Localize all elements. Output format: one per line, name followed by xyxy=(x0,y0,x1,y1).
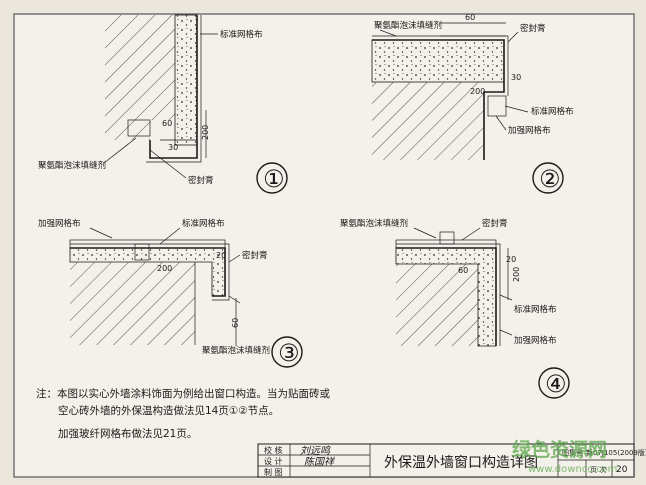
detail-number: ③ xyxy=(278,339,300,367)
detail-4: 聚氨酯泡沫填缝剂 密封膏 标准网格布 加强网格布 60 20 200 ④ xyxy=(340,218,570,399)
wall-hatch xyxy=(105,15,175,140)
detail-3: 60 聚氨酯泡沫填缝剂 密封膏 30 200 标准网格布 加强网格布 ② xyxy=(371,13,574,194)
wall-hatch xyxy=(70,262,195,345)
notes: 注：本图以实心外墙涂料饰面为例给出窗口构造。当为贴面砖或 空心砖外墙的外保温构造… xyxy=(36,387,330,440)
dim-60: 60 xyxy=(162,119,172,128)
label-pu-foam: 聚氨酯泡沫填缝剂 xyxy=(38,160,106,171)
detail-number: ④ xyxy=(545,370,567,398)
title-block: 校 核 设 计 制 图 刘远鸣 陈国祥 外保温外墙窗口构造详图 图集号 新07J… xyxy=(257,443,646,478)
page-value: 20 xyxy=(616,465,628,475)
label-reinforced-mesh: 加强网格布 xyxy=(514,335,557,346)
dim-60: 200 xyxy=(157,264,172,273)
atlas-label: 图集号 xyxy=(562,448,583,457)
insulation-layer xyxy=(174,14,198,146)
detail-number-circle xyxy=(538,367,570,399)
insulation-layer xyxy=(371,39,505,83)
label-reinforced-mesh: 聚氨酯泡沫填缝剂 xyxy=(202,345,270,356)
row-label-draw: 制 图 xyxy=(264,467,283,477)
detail-number-circle xyxy=(532,162,564,194)
signature-1: 刘远鸣 xyxy=(300,445,331,457)
label-standard-mesh: 密封膏 xyxy=(520,23,546,34)
signature-2: 陈国祥 xyxy=(304,456,336,468)
dim-60: 200 xyxy=(470,87,485,96)
dim-200: 200 xyxy=(512,267,521,282)
dim-200: 60 xyxy=(231,318,240,328)
dim-30: 30 xyxy=(168,143,178,152)
row-label-design: 设 计 xyxy=(264,456,283,466)
label-sealant: 密封膏 xyxy=(188,175,214,186)
wall-hatch xyxy=(396,264,478,346)
row-label-check: 校 核 xyxy=(264,445,283,455)
detail-1: 标准网格布 聚氨酯泡沫填缝剂 密封膏 60 30 200 ① xyxy=(38,14,288,194)
detail-number-circle xyxy=(271,336,303,368)
watermark-url: www.downcc.com xyxy=(528,464,617,475)
label-standard-mesh: 标准网格布 xyxy=(514,304,557,315)
dim-200: 200 xyxy=(201,125,210,140)
label-pu-foam: 聚氨酯泡沫填缝剂 xyxy=(340,218,408,229)
note-line-3: 加强玻纤网格布做法见21页。 xyxy=(58,427,197,440)
detail-number-circle xyxy=(256,162,288,194)
label-sealant: 密封膏 xyxy=(482,218,508,229)
dim-30: 20 xyxy=(216,251,226,260)
label-pu-foam: 加强网格布 xyxy=(38,218,81,229)
watermark: 绿色资源网 www.downcc.com xyxy=(512,438,617,475)
page-label: 页 次 xyxy=(590,465,606,474)
dim-200: 60 xyxy=(465,13,475,22)
sheet-title: 外保温外墙窗口构造详图 xyxy=(384,454,538,471)
label-pu-foam: 加强网格布 xyxy=(508,125,551,136)
watermark-name: 绿色资源网 xyxy=(512,438,607,461)
note-line-2: 空心砖外墙的外保温构造做法见14页①②节点。 xyxy=(58,404,279,417)
wall-hatch xyxy=(372,82,484,160)
label-standard-mesh: 标准网格布 xyxy=(220,29,263,40)
detail-number: ① xyxy=(263,165,285,193)
label-sealant: 标准网格布 xyxy=(531,106,574,117)
detail-2: 加强网格布 标准网格布 密封膏 聚氨酯泡沫填缝剂 200 20 60 ③ xyxy=(38,218,303,368)
detail-number: ② xyxy=(539,165,561,193)
note-line-1: 注：本图以实心外墙涂料饰面为例给出窗口构造。当为贴面砖或 xyxy=(36,387,330,400)
dim-20: 30 xyxy=(511,73,521,82)
label-sealant: 标准网格布 xyxy=(182,218,225,229)
atlas-value: 新07J105(2009版) xyxy=(586,448,646,457)
label-standard-mesh: 密封膏 xyxy=(242,250,268,261)
dim-60: 60 xyxy=(458,266,468,275)
dim-20: 20 xyxy=(506,255,516,264)
label-reinforced-mesh: 聚氨酯泡沫填缝剂 xyxy=(374,20,442,31)
